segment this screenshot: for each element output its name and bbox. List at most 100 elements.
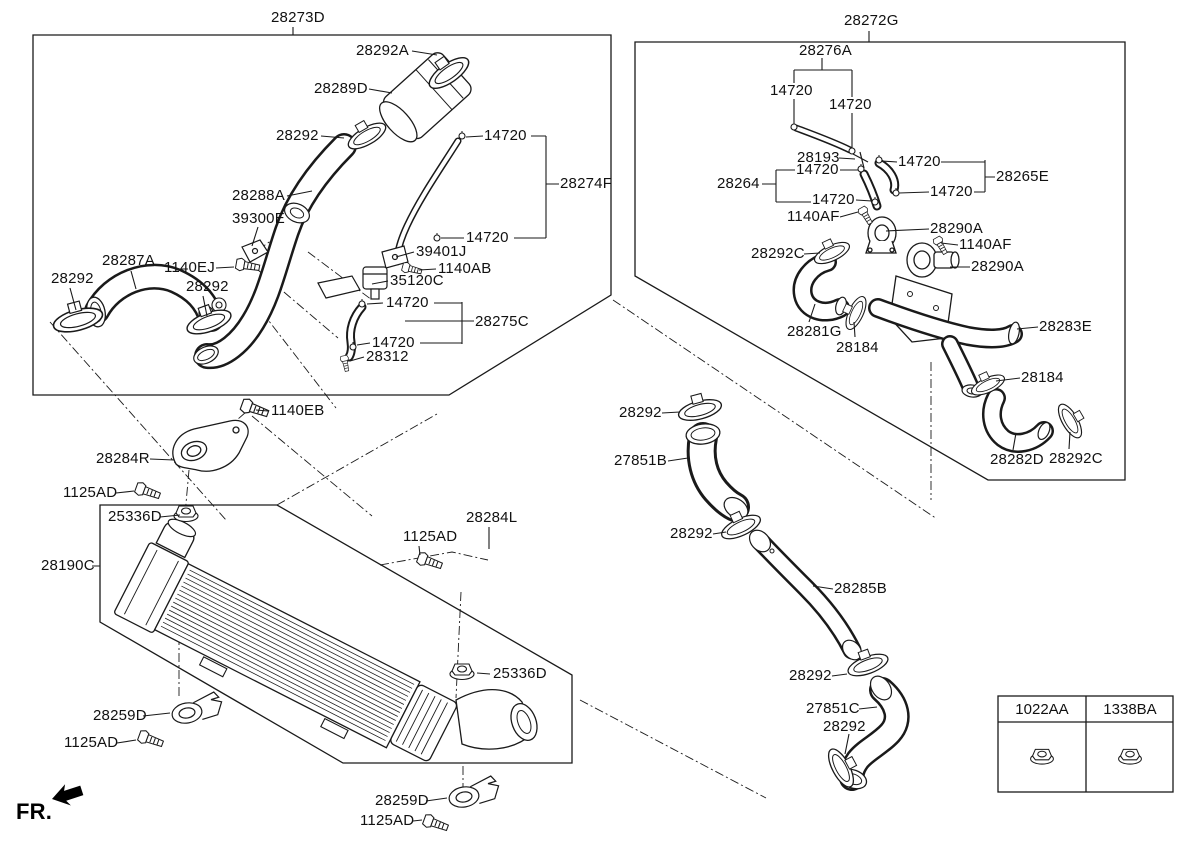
part-label-28283E: 28283E (1039, 318, 1092, 335)
bracket-28259D-icon (445, 774, 502, 811)
hose-28276A (792, 124, 854, 154)
part-label-28287A: 28287A (102, 252, 155, 269)
part-label-14720: 14720 (372, 334, 415, 351)
part-label-28281G: 28281G (787, 323, 842, 340)
part-label-1140AF: 1140AF (787, 208, 840, 225)
part-label-28259D: 28259D (375, 792, 429, 809)
part-label-1125AD: 1125AD (403, 528, 458, 545)
part-label-14720: 14720 (898, 153, 941, 170)
assembly-label-28273D: 28273D (271, 9, 325, 26)
part-label-14720: 14720 (484, 127, 527, 144)
part-label-28265E: 28265E (996, 168, 1049, 185)
bolt-1125AD-icon (421, 812, 451, 835)
part-label-14720: 14720 (796, 161, 839, 178)
assembly-box-28273D (32, 34, 612, 396)
part-label-1140EB: 1140EB (271, 402, 325, 419)
clip-14720-icon (875, 154, 883, 164)
part-label-28284L: 28284L (466, 509, 518, 526)
part-label-28292A: 28292A (356, 42, 409, 59)
table-header-1338BA: 1338BA (1103, 701, 1157, 718)
clamp-28292C-icon (1053, 397, 1092, 442)
clip-14720-icon (458, 130, 466, 140)
hose-28288A (193, 133, 357, 370)
clip-14720-icon (433, 232, 441, 242)
part-label-28292: 28292 (619, 404, 662, 421)
pipe-assembly-28283E (868, 275, 1023, 398)
hose-28265E (874, 158, 900, 195)
bracket-28259D-icon (168, 690, 225, 727)
pipe-28285B (748, 529, 863, 661)
part-label-28292: 28292 (276, 127, 319, 144)
actuator-28290A (906, 242, 960, 278)
nut-25336D-icon (173, 505, 199, 523)
part-label-1125AD: 1125AD (360, 812, 415, 829)
table-header-1022AA: 1022AA (1015, 701, 1069, 718)
part-label-28292: 28292 (789, 667, 832, 684)
part-label-28184: 28184 (836, 339, 879, 356)
part-label-28274F: 28274F (560, 175, 613, 192)
part-label-39401J: 39401J (416, 243, 467, 260)
part-label-1125AD: 1125AD (63, 484, 118, 501)
part-label-28292: 28292 (186, 278, 229, 295)
part-label-14720: 14720 (466, 229, 509, 246)
part-label-1140AF: 1140AF (959, 236, 1012, 253)
part-label-28288A: 28288A (232, 187, 285, 204)
part-label-14720: 14720 (812, 191, 855, 208)
hose-28282D (982, 388, 1054, 453)
hose-27851B (685, 422, 750, 522)
hose-28275C (344, 302, 367, 362)
part-label-28264: 28264 (717, 175, 760, 192)
part-label-28284R: 28284R (96, 450, 150, 467)
part-label-28289D: 28289D (314, 80, 368, 97)
bracket-arm (317, 275, 361, 299)
bolt-1125AD-icon (136, 728, 166, 751)
assembly-label-28272G: 28272G (844, 12, 899, 29)
part-label-14720: 14720 (828, 96, 873, 113)
part-label-35120C: 35120C (390, 272, 444, 289)
nut-25336D-icon (449, 663, 475, 681)
part-label-27851C: 27851C (806, 700, 860, 717)
bolt-1140AF-icon (856, 204, 876, 227)
part-label-28292C: 28292C (751, 245, 805, 262)
leader-lines (69, 27, 1071, 822)
part-label-28276A: 28276A (799, 42, 852, 59)
part-label-28285B: 28285B (834, 580, 887, 597)
bolt-1140EB-icon (238, 396, 271, 422)
part-label-1140AB: 1140AB (438, 260, 492, 277)
fitting-28193 (852, 151, 869, 169)
hose-28281G (792, 252, 850, 322)
nut-1338BA-icon (1118, 748, 1142, 765)
part-label-14720: 14720 (930, 183, 973, 200)
bolt-1140EJ-icon (234, 256, 261, 275)
part-label-28290A: 28290A (971, 258, 1024, 275)
part-label-1125AD: 1125AD (64, 734, 119, 751)
part-label-28282D: 28282D (990, 451, 1044, 468)
actuator-28290A (865, 216, 897, 254)
part-label-28312: 28312 (366, 348, 409, 365)
part-label-14720: 14720 (769, 82, 814, 99)
part-label-28190C: 28190C (41, 557, 95, 574)
assembly-box-28272G (634, 41, 1126, 481)
clip-14720-icon (358, 298, 366, 308)
fr-label: FR. (16, 799, 53, 824)
part-label-25336D: 25336D (108, 508, 162, 525)
intercooler-28190C (114, 518, 538, 762)
fastener-table (997, 695, 1174, 793)
part-label-28292: 28292 (670, 525, 713, 542)
clamp-28292-icon (673, 388, 725, 426)
part-label-28193: 28193 (797, 149, 840, 166)
part-label-25336D: 25336D (493, 665, 547, 682)
nut-1022AA-icon (1030, 748, 1054, 765)
part-label-28290A: 28290A (930, 220, 983, 237)
bracket-28284R (172, 419, 249, 472)
bracket-39300E (241, 239, 269, 263)
part-label-28292C: 28292C (1049, 450, 1103, 467)
valve-35120C (362, 266, 388, 300)
part-label-28292: 28292 (823, 718, 866, 735)
part-label-28259D: 28259D (93, 707, 147, 724)
part-label-28184: 28184 (1021, 369, 1064, 386)
bolt-1125AD-icon (133, 480, 163, 503)
part-label-14720: 14720 (386, 294, 429, 311)
